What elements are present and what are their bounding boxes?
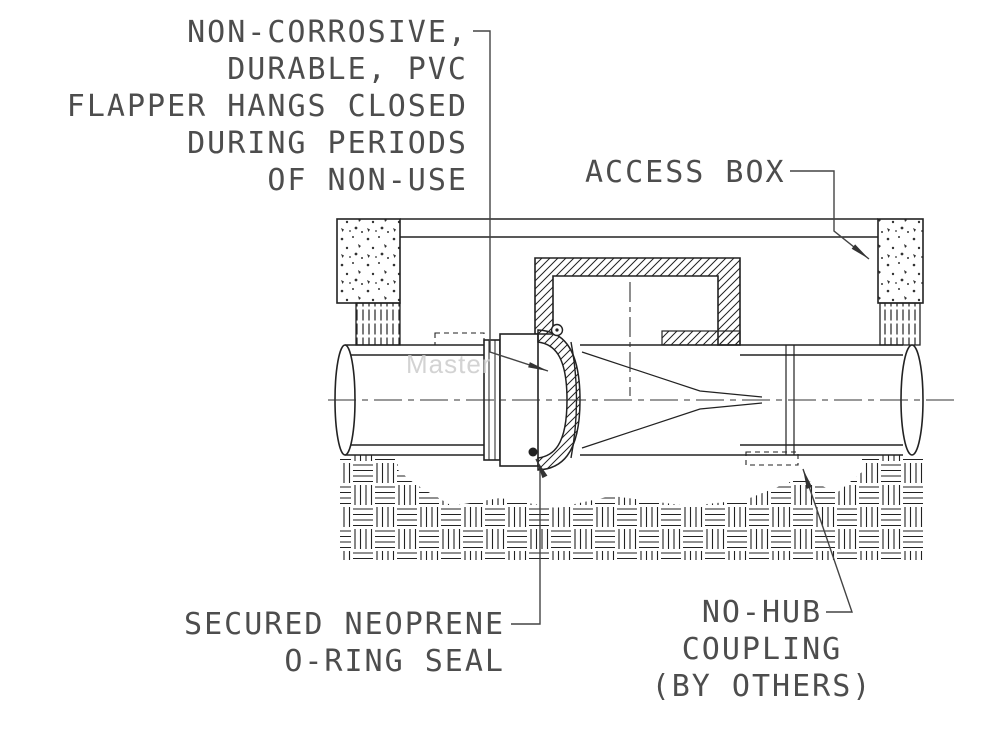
pipe-bedding-void <box>398 455 862 508</box>
coupling-ref-left <box>434 332 485 346</box>
oring-note-line-1: SECURED NEOPRENE <box>184 607 505 642</box>
flapper-note-line-3: FLAPPER HANGS CLOSED <box>67 89 468 124</box>
oring-seal <box>528 447 538 457</box>
oring-leader <box>511 458 548 625</box>
access-box-label: ACCESS BOX <box>585 155 786 190</box>
backwater-valve <box>483 323 581 471</box>
flapper-note-line-1: NON-CORROSIVE, <box>187 15 468 50</box>
nohub-note-line-2: COUPLING <box>682 632 843 667</box>
ground-backfill-hatch <box>340 455 925 560</box>
nohub-leader <box>802 468 853 613</box>
nohub-note-line-3: (BY OTHERS) <box>652 669 873 704</box>
flapper-hinge-pin <box>555 328 559 332</box>
oring-note-line-2: O-RING SEAL <box>284 644 505 679</box>
flapper-leader <box>473 30 549 372</box>
left-wall-concrete <box>336 218 401 304</box>
centerlines <box>328 282 956 401</box>
nohub-note-line-1: NO-HUB <box>702 595 822 630</box>
top-slab <box>400 218 878 238</box>
leader-lines <box>473 30 870 625</box>
access-box-leader <box>790 170 870 260</box>
right-wall-masonry <box>879 302 921 346</box>
coupling-ref-right <box>745 451 799 466</box>
left-wall-masonry <box>355 302 401 346</box>
right-wall-concrete <box>877 218 924 304</box>
flapper-note-line-5: OF NON-USE <box>267 163 468 198</box>
flapper-note-line-4: DURING PERIODS <box>187 126 468 161</box>
flow-taper-lines <box>581 351 763 449</box>
access-box-ledge <box>661 330 741 346</box>
annotations: NON-CORROSIVE, DURABLE, PVC FLAPPER HANG… <box>67 15 873 704</box>
flapper-note-line-2: DURABLE, PVC <box>227 52 468 87</box>
watermark: Master <box>406 349 491 379</box>
